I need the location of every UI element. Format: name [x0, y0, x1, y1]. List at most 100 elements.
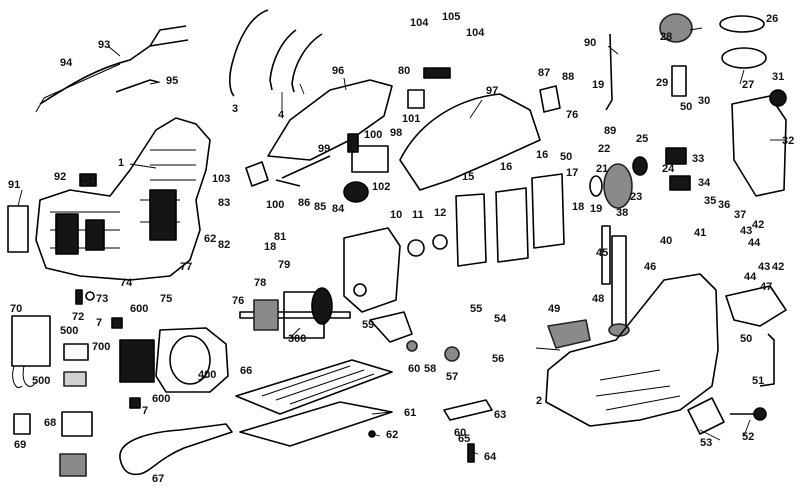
housing-trigger-slot: [55, 213, 79, 255]
switch-module: [11, 315, 51, 367]
part-label-500b: 500: [32, 375, 50, 387]
washer-60: [406, 340, 418, 352]
part-label-58: 58: [424, 363, 436, 375]
cable-guard-67: [119, 423, 233, 476]
part-label-11: 11: [412, 209, 424, 221]
part-label-61: 61: [404, 407, 416, 419]
part-label-57: 57: [446, 371, 458, 383]
slider-80: [423, 67, 451, 79]
part-label-50a: 50: [680, 101, 692, 113]
brush-600b: [129, 397, 141, 409]
part-label-46: 46: [644, 261, 656, 273]
part-label-86: 86: [298, 197, 310, 209]
part-label-54: 54: [494, 313, 507, 325]
part-label-97: 97: [486, 85, 498, 97]
screw-72: [75, 289, 83, 305]
knob-52: [753, 407, 767, 421]
block-34: [669, 175, 691, 191]
wire-spring-3: [229, 9, 269, 97]
switch-wires: [12, 365, 37, 388]
part-label-41: 41: [694, 227, 706, 239]
part-label-28: 28: [660, 31, 672, 43]
part-label-92: 92: [54, 171, 66, 183]
washer-12: [432, 234, 448, 250]
bracket-59: [369, 311, 413, 343]
part-label-45: 45: [596, 247, 608, 259]
ring-27: [721, 47, 767, 69]
part-label-400: 400: [198, 369, 216, 381]
part-label-62b: 62: [386, 429, 398, 441]
part-label-103: 103: [212, 173, 230, 185]
part-label-94: 94: [60, 57, 73, 69]
rod-48: [611, 235, 627, 329]
part-label-62a: 62: [204, 233, 216, 245]
part-label-50c: 50: [740, 333, 752, 345]
screw-73: [85, 291, 95, 301]
cover-32: [731, 95, 787, 197]
bracket-103: [245, 161, 269, 187]
capacitor-700: [63, 343, 89, 361]
part-label-33: 33: [692, 153, 704, 165]
spring-100: [347, 133, 359, 153]
part-label-27: 27: [742, 79, 754, 91]
plunger-rod-90: [605, 33, 613, 111]
bracket-47: [725, 285, 787, 327]
plunger-45: [601, 225, 611, 285]
part-label-34: 34: [698, 177, 711, 189]
spring-100b: [275, 179, 301, 187]
part-label-76b: 76: [566, 109, 578, 121]
gear-22: [603, 163, 633, 209]
part-label-16b: 16: [536, 149, 548, 161]
top-cover-97: [399, 93, 541, 191]
washer-57: [444, 346, 460, 362]
part-label-60a: 60: [408, 363, 420, 375]
part-label-42a: 42: [752, 219, 764, 231]
stator-body: [155, 327, 229, 393]
brush-600a: [111, 317, 123, 329]
hex-key: [115, 79, 159, 93]
choke-68b: [59, 453, 87, 477]
plate-16b: [531, 173, 565, 249]
part-label-100a: 100: [364, 129, 382, 141]
gear-102: [343, 181, 369, 203]
bracket-87: [539, 85, 561, 113]
washer-11: [407, 239, 425, 257]
part-label-4: 4: [278, 109, 285, 121]
clip-69: [13, 413, 31, 435]
plate-91: [7, 205, 29, 253]
part-label-59: 59: [362, 319, 374, 331]
part-label-95: 95: [166, 75, 178, 87]
part-label-67: 67: [152, 473, 164, 485]
part-label-37: 37: [734, 209, 746, 221]
part-label-47: 47: [760, 281, 772, 293]
part-label-75: 75: [160, 293, 172, 305]
part-label-76a: 76: [232, 295, 244, 307]
part-label-42b: 42: [772, 261, 784, 273]
part-label-66: 66: [240, 365, 252, 377]
part-label-700: 700: [92, 341, 110, 353]
armature-fan: [311, 287, 333, 325]
part-label-50b: 50: [560, 151, 572, 163]
part-label-63: 63: [494, 409, 506, 421]
part-label-7b: 7: [142, 405, 148, 417]
armature-commutator: [253, 299, 279, 331]
wire-spring-4b: [291, 33, 323, 93]
power-cord: [39, 25, 189, 105]
part-label-52: 52: [742, 431, 754, 443]
leader-lines: [17, 27, 784, 455]
part-label-82: 82: [218, 239, 230, 251]
housing-right-half: [545, 273, 719, 427]
part-label-60b: 60: [454, 427, 466, 439]
part-label-30: 30: [698, 95, 710, 107]
housing-grip: [149, 189, 177, 241]
gear-21: [589, 175, 603, 197]
part-label-17: 17: [566, 167, 578, 179]
bracket-98: [351, 145, 389, 173]
part-label-104b: 104: [466, 27, 485, 39]
part-label-64: 64: [484, 451, 497, 463]
part-label-89: 89: [604, 125, 616, 137]
part-label-84: 84: [332, 203, 345, 215]
part-label-93: 93: [98, 39, 110, 51]
knob-26: [719, 15, 765, 33]
part-label-19a: 19: [590, 203, 602, 215]
